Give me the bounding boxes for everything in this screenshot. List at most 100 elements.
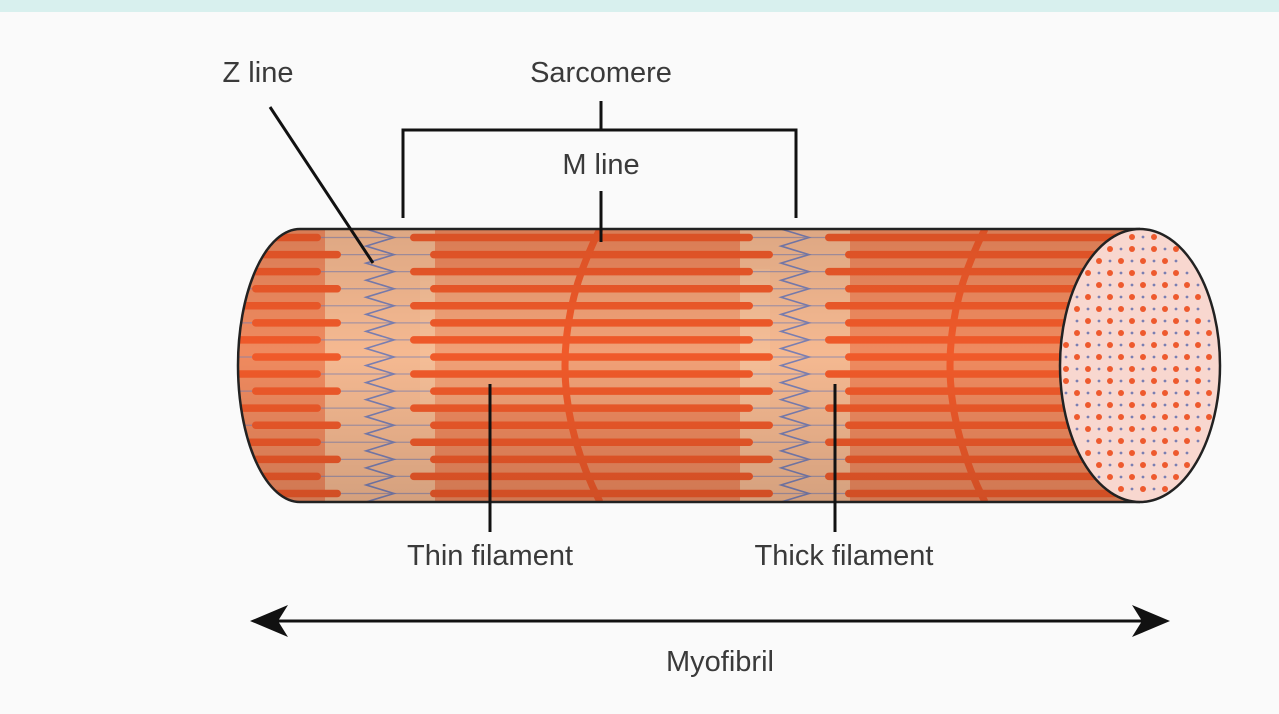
cross-section-dot <box>1098 272 1101 275</box>
cross-section-dot <box>1098 428 1101 431</box>
cross-section-dot <box>1129 450 1135 456</box>
cross-section-dot <box>1184 390 1190 396</box>
cross-section-dot <box>1120 476 1123 479</box>
cross-section-dot <box>1153 308 1156 311</box>
cross-section-dot <box>1140 282 1146 288</box>
cross-section-dot <box>1184 462 1190 468</box>
cross-section-dot <box>1118 462 1124 468</box>
cross-section-dot <box>1118 486 1124 492</box>
cross-section-dot <box>1120 344 1123 347</box>
cross-section-dot <box>1164 248 1167 251</box>
cross-section-dot <box>1142 296 1145 299</box>
cross-section-dot <box>1120 296 1123 299</box>
cross-section-dot <box>1118 258 1124 264</box>
cross-section-dot <box>1129 234 1135 240</box>
cross-section-dot <box>1129 426 1135 432</box>
cross-section-dot <box>1142 248 1145 251</box>
cross-section-dot <box>1107 402 1113 408</box>
cross-section-dot <box>1096 330 1102 336</box>
cross-section-dot <box>1175 260 1178 263</box>
cross-section-dot <box>1175 356 1178 359</box>
cross-section-dot <box>1129 246 1135 252</box>
cross-section-dot <box>1162 282 1168 288</box>
cross-section-dot <box>1118 282 1124 288</box>
cross-section-dot <box>1076 320 1079 323</box>
cross-section-dot <box>1129 342 1135 348</box>
cross-section-dot <box>1197 416 1200 419</box>
cross-section-dot <box>1164 296 1167 299</box>
cross-section-dot <box>1120 272 1123 275</box>
cross-section-dot <box>1186 344 1189 347</box>
cross-section-dot <box>1173 450 1179 456</box>
cross-section-dot <box>1162 462 1168 468</box>
cross-section-dot <box>1142 428 1145 431</box>
cross-section-dot <box>1074 354 1080 360</box>
cross-section-dot <box>1120 404 1123 407</box>
cross-section-dot <box>1140 462 1146 468</box>
cross-section-dot <box>1142 452 1145 455</box>
cross-section-dot <box>1107 270 1113 276</box>
cross-section-dot <box>1109 464 1112 467</box>
cross-section-dot <box>1065 356 1068 359</box>
cross-section-dot <box>1109 284 1112 287</box>
cross-section-dot <box>1131 260 1134 263</box>
cross-section-dot <box>1162 306 1168 312</box>
cross-section-dot <box>1063 378 1069 384</box>
cross-section-dot <box>1142 236 1145 239</box>
cross-section-dot <box>1131 464 1134 467</box>
cross-section-dot <box>1153 416 1156 419</box>
cross-section-dot <box>1140 414 1146 420</box>
thin-filament-label: Thin filament <box>407 540 573 573</box>
cross-section-dot <box>1085 426 1091 432</box>
cross-section-dot <box>1120 380 1123 383</box>
cross-section-dot <box>1153 488 1156 491</box>
cross-section-dot <box>1184 438 1190 444</box>
cross-section-dot <box>1151 378 1157 384</box>
cross-section-dot <box>1142 368 1145 371</box>
cross-section-dot <box>1129 402 1135 408</box>
cross-section-dot <box>1151 294 1157 300</box>
cross-section-dot <box>1142 320 1145 323</box>
cross-section-dot <box>1096 354 1102 360</box>
cross-section-dot <box>1186 320 1189 323</box>
cross-section-dot <box>1164 428 1167 431</box>
cross-section-dot <box>1142 476 1145 479</box>
cross-section-dot <box>1162 330 1168 336</box>
cross-section-dot <box>1120 248 1123 251</box>
cross-section-dot <box>1129 474 1135 480</box>
cross-section-dot <box>1164 452 1167 455</box>
cross-section-dot <box>1206 414 1212 420</box>
cross-section-dot <box>1208 320 1211 323</box>
cross-section-dot <box>1162 486 1168 492</box>
cross-section-dot <box>1195 318 1201 324</box>
cross-section-dot <box>1175 284 1178 287</box>
cross-section-dot <box>1063 342 1069 348</box>
cross-section-dot <box>1151 246 1157 252</box>
cross-section-dot <box>1120 320 1123 323</box>
cross-section-dot <box>1063 366 1069 372</box>
cross-section-dot <box>1164 344 1167 347</box>
cross-section-dot <box>1186 368 1189 371</box>
cross-section-dot <box>1208 344 1211 347</box>
cross-section-dot <box>1175 392 1178 395</box>
cross-section-dot <box>1173 246 1179 252</box>
cross-section-dot <box>1131 332 1134 335</box>
cross-section-dot <box>1142 404 1145 407</box>
cross-section-dot <box>1186 404 1189 407</box>
cross-section-dot <box>1074 330 1080 336</box>
cross-section-dot <box>1197 356 1200 359</box>
m-line-label: M line <box>562 149 639 182</box>
cross-section-dot <box>1151 366 1157 372</box>
cross-section-dot <box>1175 308 1178 311</box>
cross-section-dot <box>1175 440 1178 443</box>
cross-section-dot <box>1164 272 1167 275</box>
cross-section-dot <box>1197 440 1200 443</box>
cross-section-dot <box>1151 450 1157 456</box>
cross-section-dot <box>1120 452 1123 455</box>
cross-section-dot <box>1175 332 1178 335</box>
cross-section-dot <box>1109 392 1112 395</box>
cross-section-dot <box>1151 270 1157 276</box>
cross-section-dot <box>1074 414 1080 420</box>
cross-section-dot <box>1131 440 1134 443</box>
